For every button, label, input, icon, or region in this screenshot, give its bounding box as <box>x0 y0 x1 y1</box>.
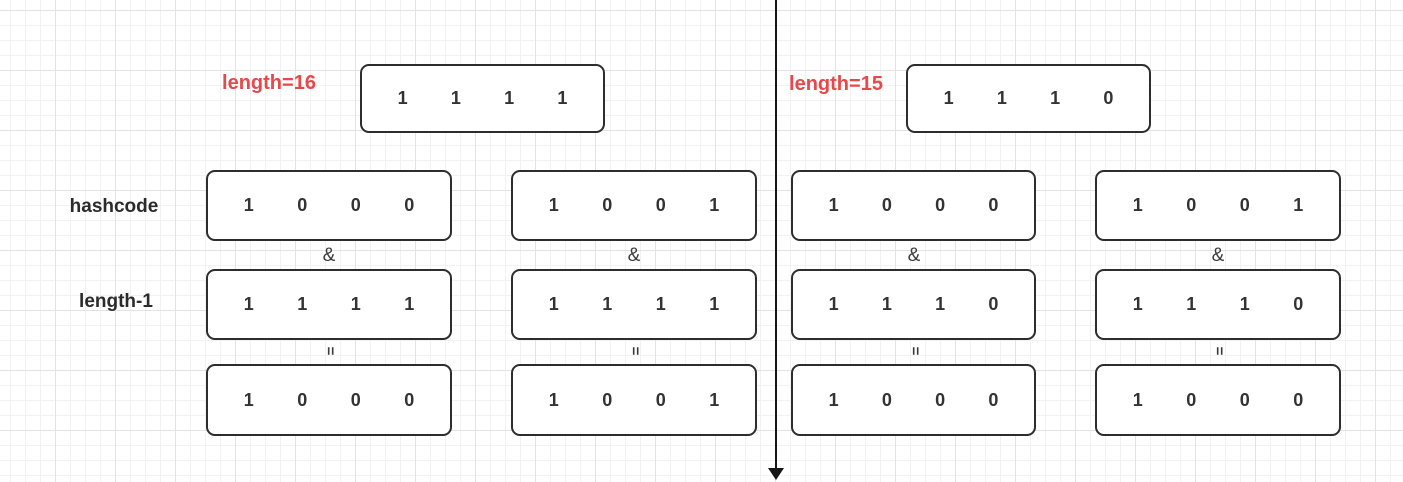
bit-digit: 1 <box>450 88 461 108</box>
bit-digit: 1 <box>1050 88 1061 108</box>
bit-digit: 0 <box>881 389 892 410</box>
length-minus-one-row-label: length-1 <box>79 291 153 312</box>
bit-digit: 1 <box>1239 294 1250 314</box>
bit-digit: 1 <box>602 294 613 314</box>
bit-digit: 1 <box>1186 294 1197 314</box>
and-operator: & <box>627 245 641 266</box>
bit-digit: 1 <box>404 294 415 314</box>
bit-digit: 1 <box>655 294 666 314</box>
bit-digit: 1 <box>243 195 254 215</box>
bit-digit: 1 <box>828 389 839 410</box>
equals-operator: = <box>625 346 643 356</box>
bit-digit: 1 <box>243 294 254 314</box>
bit-digit: 0 <box>602 389 613 410</box>
bit-digit: 0 <box>1239 389 1250 410</box>
bit-digit: 1 <box>881 294 892 314</box>
bit-digit: 0 <box>297 389 308 410</box>
bit-digit: 0 <box>655 389 666 410</box>
bit-digit: 1 <box>548 195 559 215</box>
mask-bits-box: 1 1 1 1 <box>511 269 757 340</box>
bit-digit: 1 <box>828 294 839 314</box>
hashcode-bits-box: 1 0 0 1 <box>511 170 757 241</box>
bit-digit: 0 <box>1293 294 1304 314</box>
and-operator: & <box>907 245 921 266</box>
bit-digit: 0 <box>297 195 308 215</box>
equals-operator: = <box>1209 346 1227 356</box>
hashcode-bits-box: 1 0 0 0 <box>791 170 1036 241</box>
bit-digit: 0 <box>350 195 361 215</box>
mask-bits-box: 1 1 1 0 <box>1095 269 1341 340</box>
result-bits-box: 1 0 0 0 <box>206 364 452 436</box>
bit-digit: 1 <box>397 88 408 108</box>
result-bits-box: 1 0 0 0 <box>1095 364 1341 436</box>
bit-digit: 0 <box>1293 389 1304 410</box>
length16-label: length=16 <box>222 72 316 94</box>
and-operator: & <box>1211 245 1225 266</box>
hashcode-row-label: hashcode <box>69 196 159 217</box>
mask-bits-box: 1 1 1 0 <box>791 269 1036 340</box>
bit-digit: 0 <box>935 195 946 215</box>
bit-digit: 1 <box>935 294 946 314</box>
bit-digit: 0 <box>350 389 361 410</box>
arrow-down-icon <box>768 468 784 480</box>
bit-digit: 1 <box>548 294 559 314</box>
bit-digit: 1 <box>548 389 559 410</box>
bit-digit: 0 <box>655 195 666 215</box>
bit-digit: 1 <box>1132 294 1143 314</box>
bit-digit: 0 <box>404 195 415 215</box>
bit-digit: 1 <box>1293 195 1304 215</box>
mask-bits-box: 1 1 1 1 <box>206 269 452 340</box>
bit-digit: 0 <box>1239 195 1250 215</box>
bit-digit: 0 <box>988 195 999 215</box>
bit-digit: 1 <box>943 88 954 108</box>
hashcode-bits-box: 1 0 0 1 <box>1095 170 1341 241</box>
hashcode-bits-box: 1 0 0 0 <box>206 170 452 241</box>
length15-bits-box: 1 1 1 0 <box>906 64 1151 133</box>
bit-digit: 0 <box>881 195 892 215</box>
length16-bits-box: 1 1 1 1 <box>360 64 605 133</box>
bit-digit: 1 <box>243 389 254 410</box>
result-bits-box: 1 0 0 1 <box>511 364 757 436</box>
bit-digit: 0 <box>1186 389 1197 410</box>
equals-operator: = <box>905 346 923 356</box>
bit-digit: 0 <box>1103 88 1114 108</box>
and-operator: & <box>322 245 336 266</box>
bit-digit: 1 <box>1132 195 1143 215</box>
bit-digit: 1 <box>709 389 720 410</box>
bit-digit: 1 <box>350 294 361 314</box>
bit-digit: 0 <box>935 389 946 410</box>
bit-digit: 0 <box>404 389 415 410</box>
bit-digit: 1 <box>996 88 1007 108</box>
bit-digit: 0 <box>602 195 613 215</box>
bit-digit: 1 <box>297 294 308 314</box>
bit-digit: 0 <box>988 389 999 410</box>
equals-operator: = <box>320 346 338 356</box>
bit-digit: 0 <box>988 294 999 314</box>
bit-digit: 1 <box>504 88 515 108</box>
bit-digit: 1 <box>1132 389 1143 410</box>
bit-digit: 1 <box>709 195 720 215</box>
bit-digit: 1 <box>557 88 568 108</box>
bit-digit: 1 <box>709 294 720 314</box>
result-bits-box: 1 0 0 0 <box>791 364 1036 436</box>
bit-digit: 1 <box>828 195 839 215</box>
length15-label: length=15 <box>789 73 883 95</box>
section-divider-line <box>775 0 777 470</box>
bit-digit: 0 <box>1186 195 1197 215</box>
